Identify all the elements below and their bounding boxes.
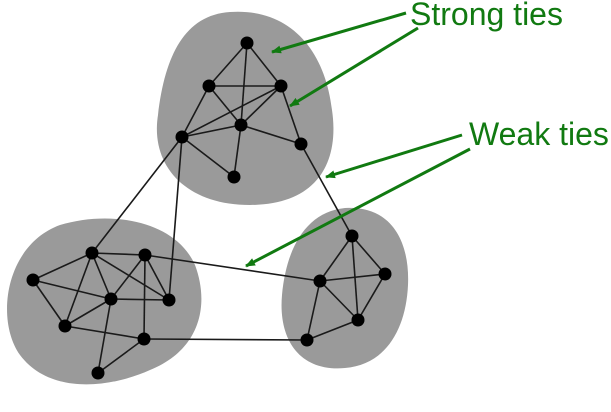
edge-l3-l4	[32, 279, 112, 300]
node-l2	[138, 248, 152, 262]
node-t4	[234, 118, 248, 132]
nodes	[26, 36, 392, 380]
edge-l4-l6	[64, 298, 112, 327]
edge-l7-l8	[97, 338, 145, 374]
edge-r1-r2	[351, 235, 386, 275]
weak-ties-label: Weak ties	[469, 116, 609, 152]
edge-l2-r3	[144, 254, 321, 282]
cluster-bottom-left	[7, 218, 202, 385]
edge-l6-l7	[64, 325, 145, 340]
node-t1	[240, 36, 254, 50]
edge-t3-t6	[280, 85, 302, 145]
edge-t4-t7	[233, 124, 242, 178]
edge-l3-l1	[32, 252, 93, 281]
node-l4	[104, 292, 118, 306]
strong-ties-label: Strong ties	[410, 0, 563, 32]
annotation-arrows	[245, 11, 471, 268]
edge-l4-l5	[110, 298, 170, 301]
node-t7	[227, 170, 241, 184]
node-r3	[313, 274, 327, 288]
edge-r1-r3	[319, 235, 353, 282]
edge-l1-l5	[91, 252, 170, 301]
edge-t2-t4	[208, 85, 242, 126]
edge-r3-r4	[319, 280, 359, 321]
weak-ties-arrow-2	[245, 147, 471, 268]
strong-ties-arrow-1	[271, 11, 407, 54]
node-l7	[137, 332, 151, 346]
edge-t4-t5	[181, 124, 242, 138]
edge-t4-t1	[240, 42, 248, 126]
node-r2	[378, 267, 392, 281]
node-r5	[300, 333, 314, 347]
node-l1	[85, 246, 99, 260]
edge-t5-t7	[181, 136, 235, 178]
edge-t5-l5	[168, 136, 183, 301]
node-t2	[202, 79, 216, 93]
node-l8	[91, 366, 105, 380]
weak-ties-arrow-1	[325, 133, 463, 179]
edge-t1-t3	[246, 42, 282, 87]
node-t6	[294, 137, 308, 151]
edge-l7-r5	[143, 338, 308, 341]
clusters	[7, 11, 409, 385]
edge-t5-t3	[181, 85, 282, 138]
node-t3	[274, 79, 288, 93]
edge-l1-l4	[91, 252, 112, 300]
edge-t1-t2	[208, 42, 248, 87]
node-l6	[58, 319, 72, 333]
edge-r4-r5	[306, 319, 359, 341]
edge-l3-l6	[32, 279, 66, 327]
edge-r3-r5	[306, 280, 321, 341]
edge-l4-l8	[97, 298, 112, 374]
edge-t6-r1	[300, 143, 353, 237]
edge-l2-l7	[143, 254, 146, 340]
edge-t2-t5	[181, 85, 210, 138]
edge-r2-r3	[319, 273, 386, 282]
edge-l2-l5	[144, 254, 170, 301]
strong-ties-arrow-2	[289, 26, 419, 108]
edge-t5-l1	[91, 136, 183, 254]
node-l3	[26, 273, 40, 287]
edge-t3-t4	[240, 85, 282, 126]
node-r4	[351, 313, 365, 327]
edge-l1-l2	[91, 252, 146, 256]
edge-l2-l4	[110, 254, 146, 300]
edges	[32, 42, 386, 374]
edge-t4-t6	[240, 124, 302, 145]
cluster-bottom-right	[281, 207, 409, 369]
node-r1	[345, 229, 359, 243]
edge-l1-l6	[64, 252, 93, 327]
node-t5	[175, 130, 189, 144]
edge-r2-r4	[357, 273, 386, 321]
cluster-top	[156, 11, 334, 205]
node-l5	[162, 293, 176, 307]
